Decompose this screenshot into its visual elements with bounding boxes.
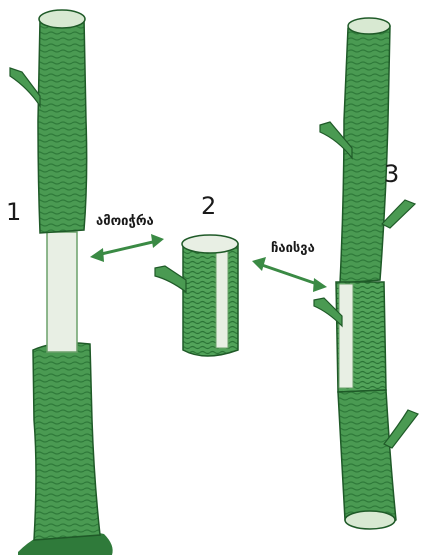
bark-ring-inner-edge [216,244,228,348]
bark-ring-body [183,244,238,356]
stem-3-lower-bark [338,390,396,528]
bark-ring-bud [155,266,186,292]
arrow-insert [252,257,327,292]
stem-3-bud-right [382,200,415,228]
step-1-label: 1 [6,198,21,226]
step-2-label: 2 [201,192,216,220]
stem-1-bud [10,68,40,106]
insert-label: ჩაისვა [271,241,315,256]
step-3-label: 3 [384,160,399,188]
stem-3-cut-top [348,18,390,34]
stem-1-exposed-wood [47,232,77,352]
bark-ring-2 [155,235,238,356]
stem-1 [10,10,113,555]
stem-1-lower-bark [33,343,100,540]
stem-3-patch-edge [339,284,353,388]
remove-label: ამოიჭრა [96,214,154,229]
stem-1-cut-top [39,10,85,28]
stem-3-cut-bottom [345,511,395,529]
stem-3 [314,18,418,529]
arrow-remove [90,234,164,262]
stem-1-upper-bark [38,14,87,233]
bark-ring-top [182,235,238,253]
